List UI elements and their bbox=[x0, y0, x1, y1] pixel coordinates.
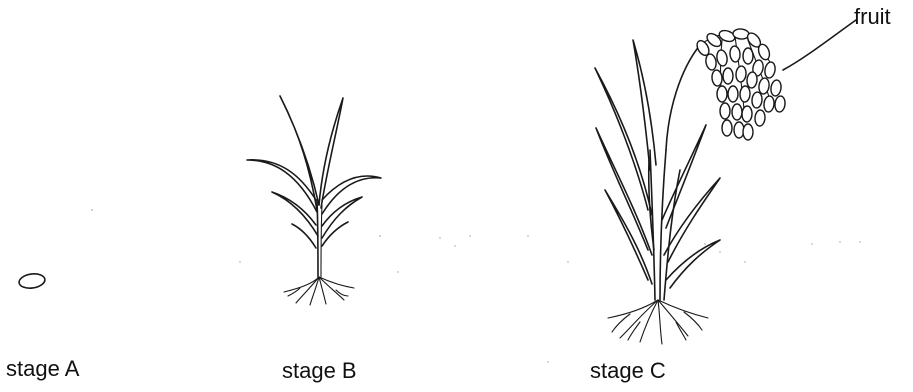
stage-a-seed bbox=[18, 272, 46, 289]
background-specks bbox=[91, 209, 861, 362]
stage-b-label: stage B bbox=[282, 358, 357, 384]
fruit-leader-line bbox=[783, 20, 856, 70]
stage-c-mature-plant bbox=[595, 20, 856, 344]
fruit-label: fruit bbox=[854, 4, 891, 30]
stage-c-label: stage C bbox=[590, 358, 666, 384]
panicle-grains bbox=[695, 28, 786, 140]
stage-b-seedling bbox=[247, 96, 381, 305]
stage-a-label: stage A bbox=[6, 356, 79, 382]
